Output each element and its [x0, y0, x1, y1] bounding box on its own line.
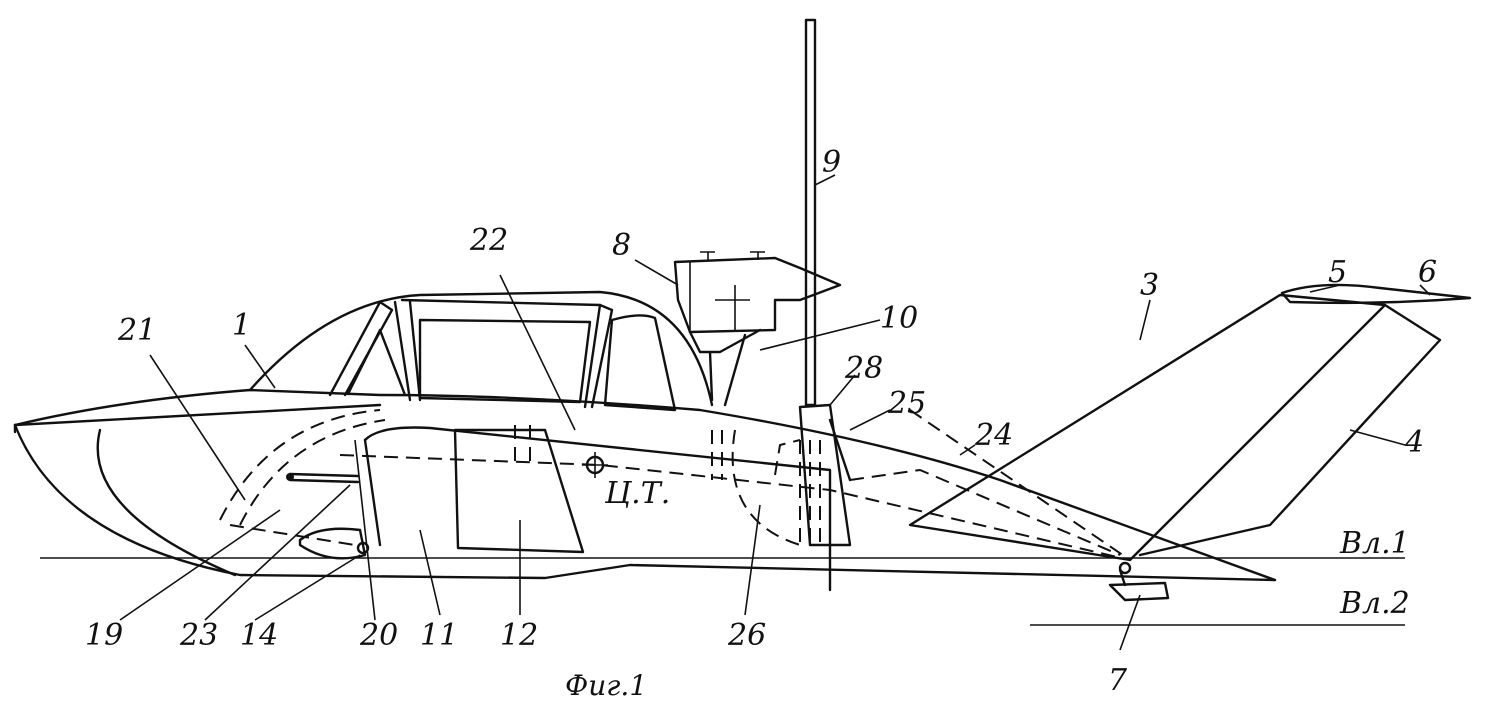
label-1: 1 [232, 308, 251, 343]
pylon-strut [828, 418, 852, 482]
label-6: 6 [1418, 255, 1437, 290]
label-26: 26 [727, 618, 766, 653]
waterline-1-label: Вл.1 [1339, 526, 1410, 561]
label-5: 5 [1328, 255, 1347, 290]
label-19: 19 [85, 618, 123, 653]
label-22: 22 [469, 223, 508, 258]
label-11: 11 [420, 618, 458, 653]
mast [804, 18, 817, 407]
label-28: 28 [844, 351, 883, 386]
label-8: 8 [612, 228, 631, 263]
label-21: 21 [117, 313, 156, 348]
leader-lines [119, 174, 1431, 651]
pin-20 [286, 473, 294, 481]
stabilizer-airfoil [1280, 283, 1472, 305]
engine [673, 251, 842, 407]
float [1108, 581, 1170, 602]
label-23: 23 [179, 618, 218, 653]
label-4: 4 [1404, 425, 1424, 460]
label-25: 25 [887, 386, 926, 421]
hinge-14 [356, 541, 370, 555]
center-of-gravity-label: Ц.Т. [604, 476, 670, 511]
label-24: 24 [974, 418, 1013, 453]
canopy [248, 290, 714, 412]
label-14: 14 [240, 618, 278, 653]
label-20: 20 [359, 618, 398, 653]
rudder [1138, 303, 1442, 557]
hidden-lines [219, 409, 1131, 561]
figure-caption: Фиг.1 [565, 669, 647, 702]
tail-hinge [1118, 561, 1132, 575]
center-of-gravity-marker [582, 452, 608, 478]
label-9: 9 [822, 145, 841, 180]
label-7: 7 [1108, 663, 1128, 698]
pylon [798, 403, 852, 547]
label-12: 12 [500, 618, 538, 653]
waterline-2-label: Вл.2 [1339, 586, 1410, 621]
label-10: 10 [880, 301, 918, 336]
hull [13, 388, 1277, 582]
door-panel [286, 426, 832, 592]
label-3: 3 [1140, 268, 1159, 303]
